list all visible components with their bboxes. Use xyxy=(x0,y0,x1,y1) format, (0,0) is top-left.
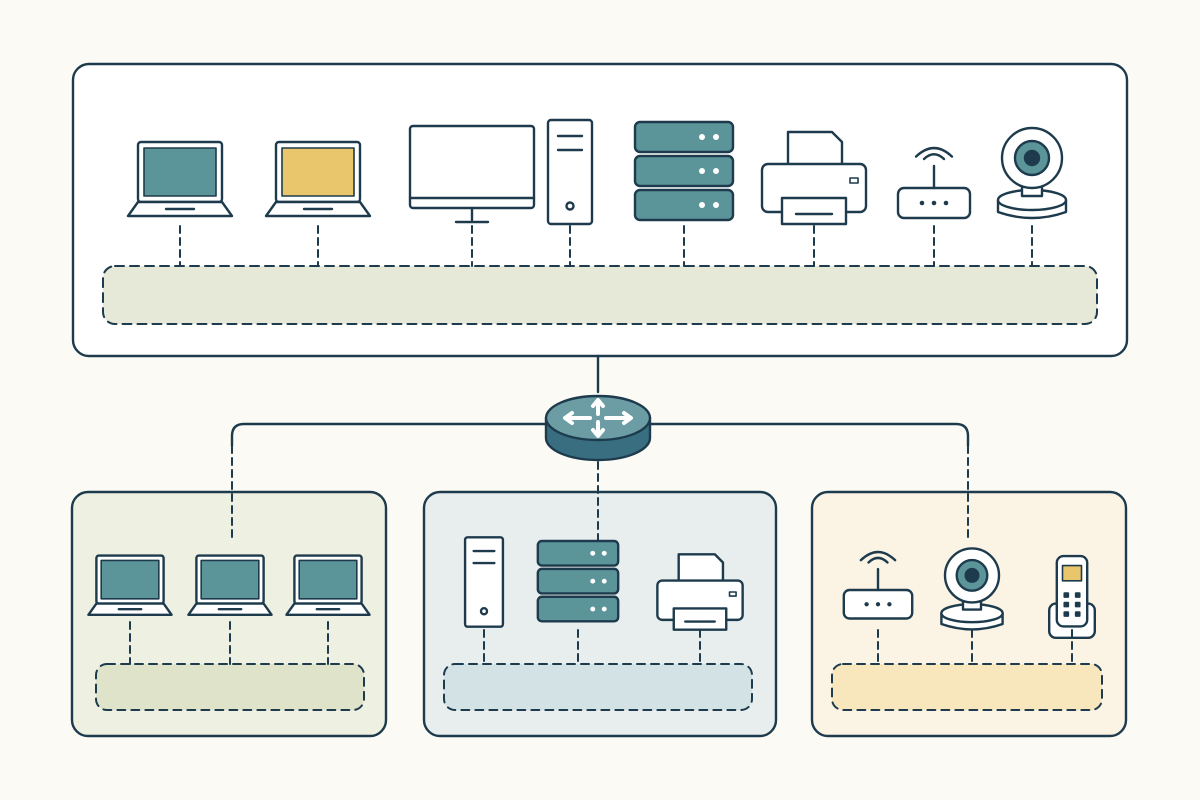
subnet-middle-bus xyxy=(443,663,753,711)
subnet-left xyxy=(70,490,388,738)
main-segment-device-4 xyxy=(546,118,594,226)
main-segment xyxy=(71,62,1129,358)
subnet-middle xyxy=(422,490,778,738)
subnet-right xyxy=(810,490,1128,738)
main-segment-bus xyxy=(102,265,1098,325)
laptop-icon xyxy=(264,140,372,218)
laptop-icon xyxy=(187,554,273,616)
laptop-icon xyxy=(87,554,173,616)
subnet-middle-device-3 xyxy=(656,553,744,631)
wifi-router-icon xyxy=(896,146,972,220)
router-icon xyxy=(544,394,652,462)
main-segment-device-6 xyxy=(760,130,868,226)
cordless-phone-icon xyxy=(1048,554,1096,640)
subnet-right-device-3 xyxy=(1048,554,1096,640)
router-links xyxy=(230,354,970,541)
main-segment-device-2 xyxy=(264,140,372,218)
main-segment-device-8 xyxy=(996,126,1068,220)
laptop-icon xyxy=(285,554,371,616)
subnet-middle-device-1 xyxy=(463,536,505,628)
subnet-right-bus xyxy=(831,663,1103,711)
printer-icon xyxy=(656,553,744,631)
subnet-left-device-3 xyxy=(285,554,371,616)
security-camera-icon xyxy=(940,547,1004,631)
laptop-icon xyxy=(126,140,234,218)
subnet-middle-device-2 xyxy=(536,539,620,623)
main-segment-device-5 xyxy=(633,120,735,222)
server-rack-icon xyxy=(633,120,735,222)
security-camera-icon xyxy=(996,126,1068,220)
subnet-right-device-2 xyxy=(940,547,1004,631)
monitor-icon xyxy=(408,124,536,224)
subnet-left-bus xyxy=(95,663,365,711)
subnet-left-device-2 xyxy=(187,554,273,616)
main-segment-device-7 xyxy=(896,146,972,220)
server-rack-icon xyxy=(536,539,620,623)
main-segment-device-3 xyxy=(408,124,536,224)
wifi-router-icon xyxy=(842,550,914,620)
main-segment-device-1 xyxy=(126,140,234,218)
printer-icon xyxy=(760,130,868,226)
subnet-right-device-1 xyxy=(842,550,914,620)
subnet-left-device-1 xyxy=(87,554,173,616)
tower-pc-icon xyxy=(546,118,594,226)
tower-pc-icon xyxy=(463,536,505,628)
